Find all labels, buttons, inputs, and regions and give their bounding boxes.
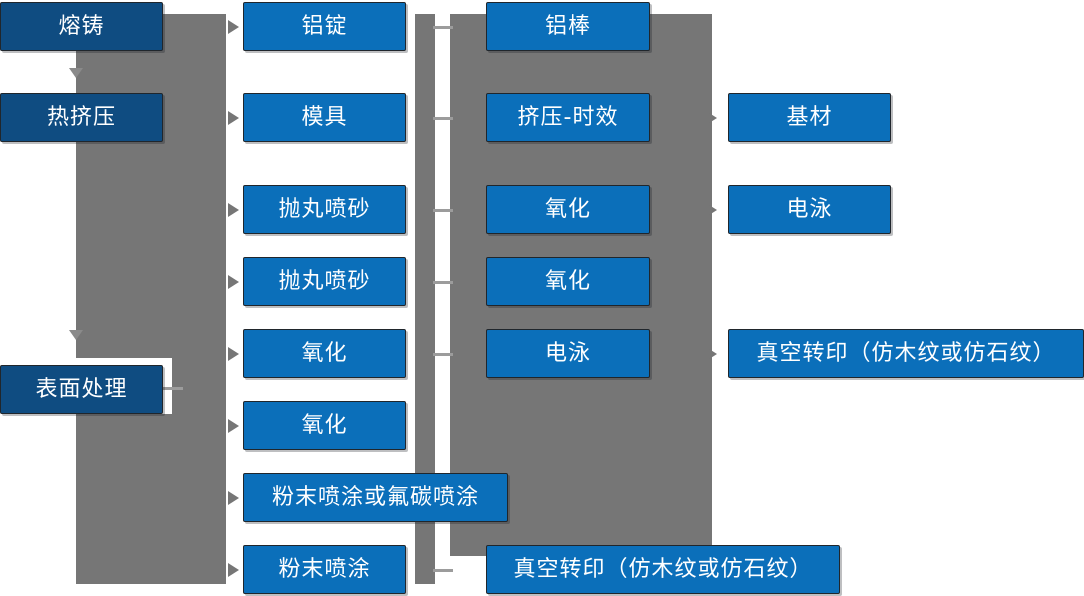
product-label-substrate: 基材 (786, 104, 833, 130)
band-tick-4 (433, 281, 453, 284)
band-tick-3 (433, 209, 453, 212)
stage-node-surface-treatment[interactable]: 表面处理 (0, 365, 163, 414)
material-node-mold[interactable]: 模具 (243, 93, 406, 142)
arrow-to-substrate (706, 111, 717, 125)
band-tick-2 (433, 117, 453, 120)
trunk-down-arrow-1 (69, 68, 83, 78)
stage-label-hot-extrusion: 热挤压 (46, 104, 116, 130)
band-tick-6 (433, 569, 453, 572)
arrow-to-ingot (228, 20, 239, 34)
process-label-aluminum-bar: 铝棒 (544, 13, 591, 39)
material-node-shotblast-1[interactable]: 抛丸喷砂 (243, 185, 406, 234)
process-node-oxidize-2[interactable]: 氧化 (486, 257, 650, 306)
surface-treatment-rail (163, 387, 183, 390)
process-node-aluminum-bar[interactable]: 铝棒 (486, 2, 650, 51)
product-node-electrophoresis[interactable]: 电泳 (728, 185, 891, 234)
process-node-extrusion-aging[interactable]: 挤压-时效 (486, 93, 650, 142)
material-node-oxidize-1[interactable]: 氧化 (243, 329, 406, 378)
material-label-oxidize-2: 氧化 (301, 412, 348, 438)
arrow-to-shotblast-2 (228, 275, 239, 289)
material-label-ingot: 铝锭 (301, 13, 348, 39)
material-node-powder-fluorocarbon[interactable]: 粉末喷涂或氟碳喷涂 (243, 473, 508, 522)
process-node-electrophoresis[interactable]: 电泳 (486, 329, 650, 378)
stage-label-surface-treatment: 表面处理 (35, 376, 128, 402)
material-label-shotblast-2: 抛丸喷砂 (278, 268, 371, 294)
product-node-substrate[interactable]: 基材 (728, 93, 891, 142)
arrow-to-oxidize-2 (228, 419, 239, 433)
material-node-ingot[interactable]: 铝锭 (243, 2, 406, 51)
product-node-vacuum-transfer[interactable]: 真空转印（仿木纹或仿石纹） (728, 329, 1084, 378)
material-label-powder-coating: 粉末喷涂 (278, 556, 371, 582)
material-node-oxidize-2[interactable]: 氧化 (243, 401, 406, 450)
arrow-to-oxidize-1 (228, 347, 239, 361)
connector-band-left (415, 14, 435, 584)
arrow-to-powder-fluor (228, 491, 239, 505)
product-label-vacuum-transfer: 真空转印（仿木纹或仿石纹） (756, 340, 1056, 366)
process-label-extrusion-aging: 挤压-时效 (517, 104, 619, 130)
material-node-powder-coating[interactable]: 粉末喷涂 (243, 545, 406, 594)
material-label-powder-fluorocarbon: 粉末喷涂或氟碳喷涂 (271, 484, 479, 510)
band-tick-1 (433, 26, 453, 29)
material-node-shotblast-2[interactable]: 抛丸喷砂 (243, 257, 406, 306)
process-label-oxidize-1: 氧化 (544, 196, 591, 222)
material-label-shotblast-1: 抛丸喷砂 (278, 196, 371, 222)
product-label-electrophoresis: 电泳 (786, 196, 833, 222)
connector-trunk-lower (76, 414, 226, 584)
connector-trunk-upper (76, 14, 172, 368)
material-label-oxidize-1: 氧化 (301, 340, 348, 366)
process-label-vacuum-transfer: 真空转印（仿木纹或仿石纹） (513, 556, 813, 582)
trunk-down-arrow-2 (69, 330, 83, 340)
band-tick-5 (433, 353, 453, 356)
arrow-to-shotblast-1 (228, 203, 239, 217)
stage-node-casting[interactable]: 熔铸 (0, 2, 163, 51)
process-label-oxidize-2: 氧化 (544, 268, 591, 294)
material-label-mold: 模具 (301, 104, 348, 130)
arrow-to-mold (228, 111, 239, 125)
process-node-vacuum-transfer[interactable]: 真空转印（仿木纹或仿石纹） (486, 545, 840, 594)
arrow-to-electro (706, 203, 717, 217)
process-label-electrophoresis: 电泳 (544, 340, 591, 366)
process-node-oxidize-1[interactable]: 氧化 (486, 185, 650, 234)
arrow-to-powder (228, 563, 239, 577)
arrow-to-vacuum (706, 347, 717, 361)
stage-label-casting: 熔铸 (58, 13, 105, 39)
stage-node-hot-extrusion[interactable]: 热挤压 (0, 93, 163, 142)
